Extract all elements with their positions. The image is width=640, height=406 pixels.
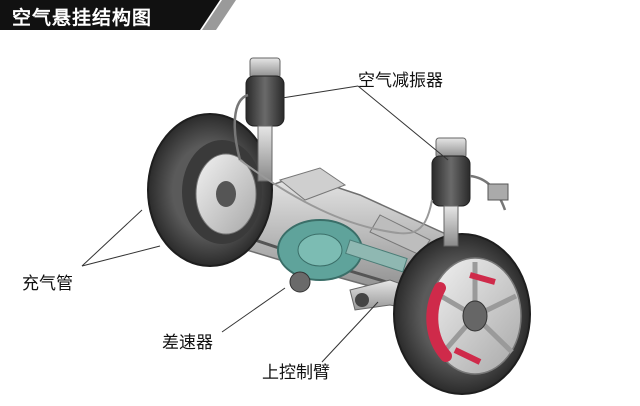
title-bar-background xyxy=(0,0,236,30)
air-tube-line xyxy=(239,159,433,235)
brake-caliper xyxy=(426,272,496,365)
label-differential: 差速器 xyxy=(162,333,213,353)
page-title: 空气悬挂结构图 xyxy=(12,7,153,29)
callout-lines xyxy=(81,85,449,363)
label-air-tube: 充气管 xyxy=(22,274,73,294)
differential-unit xyxy=(277,219,408,293)
label-upper-control-arm: 上控制臂 xyxy=(262,363,330,383)
wheel-right xyxy=(393,233,531,395)
air-shock-right xyxy=(431,137,509,247)
title-bar: 空气悬挂结构图 xyxy=(0,0,240,30)
air-shock-left xyxy=(233,57,285,182)
label-air-shock: 空气减振器 xyxy=(358,71,443,91)
wheel-left xyxy=(147,113,273,267)
